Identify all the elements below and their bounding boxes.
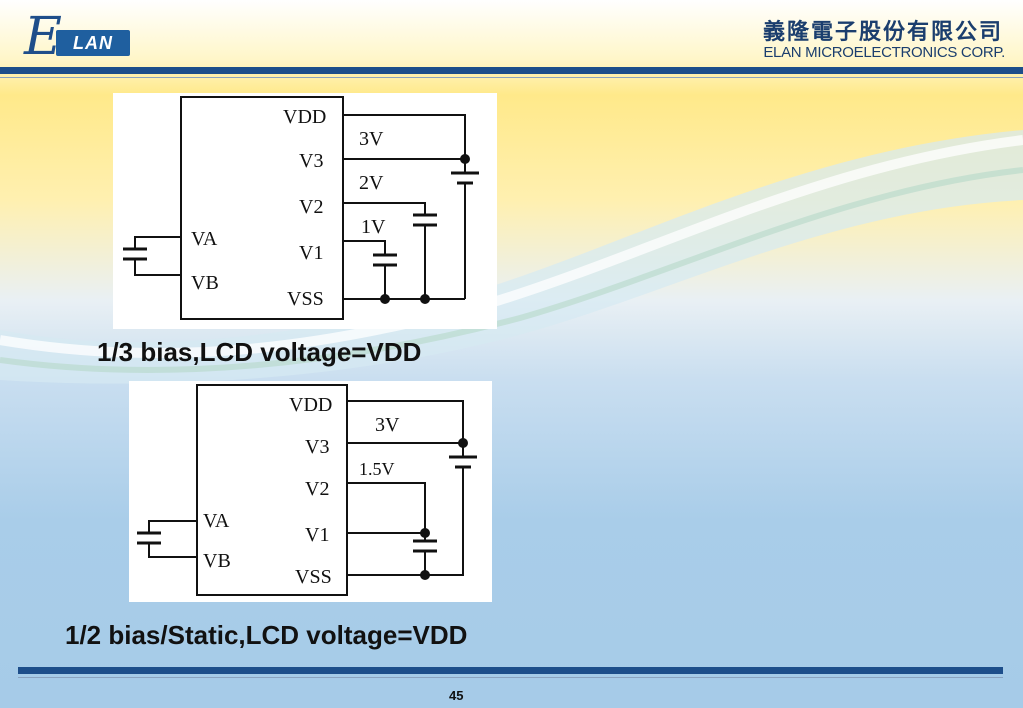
footer-divider [18,667,1003,674]
pin-va-label: VA [191,228,218,250]
elan-logo: E LAN [18,7,130,67]
pin-vb-label: VB [191,272,219,294]
bias-diagram-1-2: VDD V3 V2 V1 VSS VA VB 3V 1.5V [129,381,492,602]
pin-vss-label: VSS [295,566,332,588]
voltage-3v-label: 3V [359,128,384,150]
caption-1-2-bias: 1/2 bias/Static,LCD voltage=VDD [65,620,468,650]
pin-va-label: VA [203,510,230,532]
pin-vb-label: VB [203,550,231,572]
logo-badge: LAN [56,30,130,56]
pin-vss-label: VSS [287,288,324,310]
pin-vdd-label: VDD [283,106,326,128]
voltage-1-5v-label: 1.5V [359,459,395,479]
logo-letter: E [24,7,62,67]
voltage-1v-label: 1V [361,216,386,238]
voltage-3v-label: 3V [375,414,400,436]
voltage-2v-label: 2V [359,172,384,194]
bias-diagram-1-3: VDD V3 V2 V1 VSS VA VB 3V 2V 1V [113,93,497,329]
pin-v3-label: V3 [299,150,323,172]
circuit-1-2-bias: VDD V3 V2 V1 VSS VA VB 3V 1.5V [137,384,477,596]
footer-divider-thin [18,677,1003,678]
caption-1-3-bias: 1/3 bias,LCD voltage=VDD [97,337,422,367]
pin-v2-label: V2 [299,196,323,218]
pin-vdd-label: VDD [289,394,332,416]
pin-v3-label: V3 [305,436,329,458]
company-name-chinese: 義隆電子股份有限公司 [762,19,1003,45]
company-name-english: ELAN MICROELECTRONICS CORP. [763,44,1005,61]
pin-v1-label: V1 [305,524,329,546]
pin-v1-label: V1 [299,242,323,264]
pin-v2-label: V2 [305,478,329,500]
page-number: 45 [449,688,464,703]
header-divider [0,67,1023,74]
circuit-1-3-bias: VDD V3 V2 V1 VSS VA VB 3V 2V 1V [123,96,479,320]
header-divider-thin [0,77,1023,78]
